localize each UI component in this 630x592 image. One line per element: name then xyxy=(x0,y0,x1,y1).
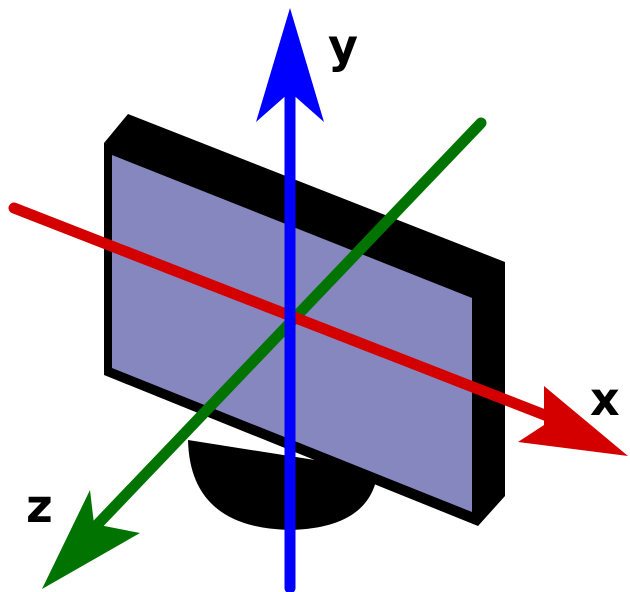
y-axis-label: y xyxy=(328,19,358,73)
x-axis-line xyxy=(8,202,584,434)
z-axis-arrowhead xyxy=(42,490,140,589)
z-axis-line xyxy=(69,117,487,554)
z-axis-label: z xyxy=(26,479,53,533)
x-axis-arrowhead xyxy=(518,386,628,456)
x-axis-label: x xyxy=(590,372,620,426)
y-axis-arrowhead xyxy=(256,8,324,122)
